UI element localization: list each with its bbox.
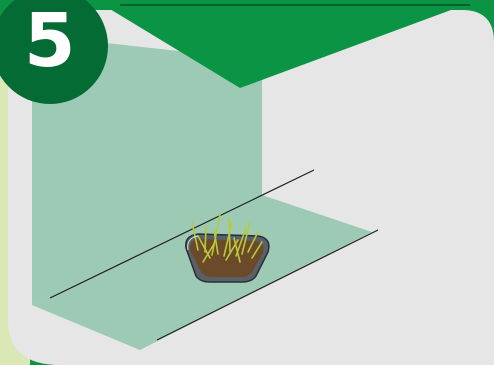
step-number: 5: [24, 4, 76, 78]
